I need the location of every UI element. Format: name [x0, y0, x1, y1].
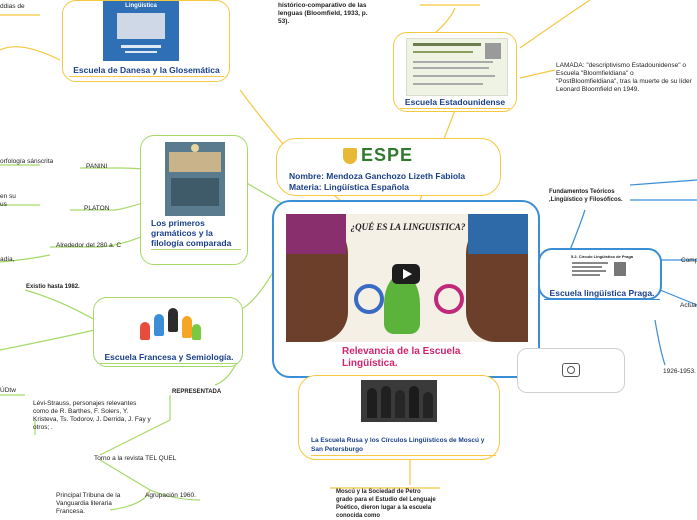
author-name: Nombre: Mendoza Ganchozo Lizeth Fabiola	[289, 171, 499, 181]
fragment-comp: Comp	[681, 257, 697, 265]
rusa-group-photo	[361, 380, 437, 422]
danesa-book-image: Lingüística	[103, 1, 179, 61]
revista-label: Torno a la revista TEL QUEL	[94, 455, 176, 463]
banner-text: ¿QUÉ ES LA LINGUISTICA?	[338, 222, 478, 232]
image-placeholder[interactable]	[517, 348, 625, 393]
rusa-note: Moscú y la Sociedad de Petro grado para …	[336, 488, 436, 520]
estadounidense-node[interactable]: Escuela Estadounidense	[393, 32, 517, 112]
descriptivismo-note: LAMADA: "descriptivismo Estadounidense" …	[556, 62, 696, 94]
fragment-udtw: ÚDtw	[0, 387, 16, 395]
personajes-text: Lévi-Strauss, personajes relevantes como…	[33, 400, 151, 432]
danesa-node[interactable]: Lingüística Escuela de Danesa y la Glose…	[62, 0, 230, 82]
camera-icon	[562, 363, 580, 377]
espe-logo: ESPE	[343, 147, 453, 165]
estadounidense-title: Escuela Estadounidense	[400, 97, 510, 109]
fundamentos-label: Fundamentos Teóricos ,Lingüístico y Filo…	[549, 188, 639, 204]
primeros-title: Los primeros gramáticos y la filología c…	[151, 218, 241, 250]
play-button[interactable]	[392, 264, 420, 284]
center-title: Relevancia de la Escuela Lingüística.	[342, 346, 462, 370]
play-icon	[403, 269, 412, 279]
representada-label: REPRESENTADA	[172, 388, 221, 396]
primeros-node[interactable]: Los primeros gramáticos y la filología c…	[140, 135, 248, 265]
linguistica-video-thumbnail[interactable]: ¿QUÉ ES LA LINGUISTICA?	[286, 214, 528, 342]
primeros-item-platon: PLATON	[84, 205, 109, 213]
francesa-node[interactable]: Escuela Francesa y Semiología.	[93, 297, 243, 367]
fragment-en-su: en su	[0, 193, 16, 201]
praga-slide-title: 5.2. Círculo Lingüístico de Praga	[570, 254, 634, 259]
espe-shield-icon	[343, 148, 357, 164]
praga-slide-image: 5.2. Círculo Lingüístico de Praga	[570, 254, 634, 282]
tribuna-text: Principal Tribuna de la Vanguardia liter…	[56, 492, 126, 516]
top-left-fragment: ddias de	[0, 3, 25, 11]
agrupacion-label: Agrupación 1960.	[145, 492, 196, 500]
author-node[interactable]: ESPE Nombre: Mendoza Ganchozo Lizeth Fab…	[276, 138, 501, 196]
primeros-item-panini: PANINI	[86, 163, 107, 171]
rusa-title: La Escuela Rusa y los Círculos Lingüísti…	[311, 436, 496, 456]
center-node[interactable]: ¿QUÉ ES LA LINGUISTICA? Relevancia de la…	[272, 200, 540, 378]
danesa-title: Escuela de Danesa y la Glosemática	[69, 65, 224, 77]
primeros-item-280: Alrededor del 280 a. C	[56, 242, 121, 250]
estadounidense-slide-image	[406, 38, 508, 96]
francesa-title: Escuela Francesa y Semiología.	[100, 352, 238, 364]
fragment-sanscrita: orfología sánscrita	[0, 158, 53, 166]
existio-label: Existio hasta 1982.	[26, 283, 80, 291]
fragment-actua: Actua	[680, 302, 697, 310]
praga-title: Escuela lingüística Praga.	[544, 288, 660, 300]
bloomfield-quote: histórico-comparativo de las lenguas (Bl…	[278, 2, 378, 26]
author-subject: Materia: Lingüística Española	[289, 182, 499, 192]
primeros-painting-image	[165, 142, 225, 216]
fragment-us: us	[0, 201, 7, 209]
book-title: Lingüística	[103, 3, 179, 9]
espe-logo-text: ESPE	[361, 145, 413, 166]
praga-node[interactable]: 5.2. Círculo Lingüístico de Praga Escuel…	[538, 248, 662, 300]
fragment-adia: adía,	[0, 256, 14, 264]
people-network-icon	[136, 304, 202, 346]
rusa-node[interactable]: La Escuela Rusa y los Círculos Lingüísti…	[298, 375, 500, 460]
praga-year: 1926-1953.	[663, 368, 696, 376]
